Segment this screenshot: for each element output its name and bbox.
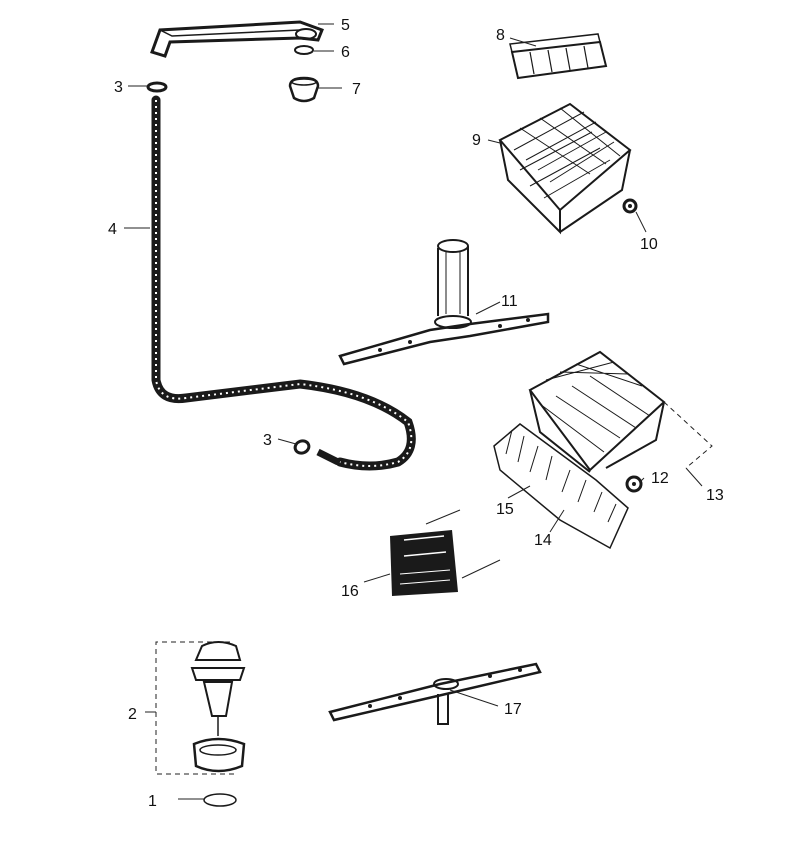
- callout-15: 15: [496, 501, 514, 518]
- assembly-bracket: [155, 641, 238, 775]
- o-ring: [294, 45, 314, 55]
- pump-seal: [203, 793, 237, 807]
- lower-spray-arm: [328, 662, 542, 725]
- detergent-box: [390, 530, 458, 596]
- upper-rack: [498, 102, 632, 235]
- hose-clamp-top: [146, 81, 168, 93]
- callout-13: 13: [706, 487, 724, 504]
- supply-hose: [151, 95, 416, 471]
- hose-clamp-bottom: [293, 439, 311, 455]
- callout-12: 12: [651, 470, 669, 487]
- silverware-basket: [493, 423, 629, 550]
- callout-7: 7: [352, 81, 361, 98]
- lower-rack: [528, 350, 713, 473]
- rack-roller: [622, 198, 638, 214]
- callout-6: 6: [341, 44, 350, 61]
- callout-11: 11: [501, 293, 518, 310]
- callout-17: 17: [504, 701, 522, 718]
- callout-14: 14: [534, 532, 552, 549]
- callout-2: 2: [128, 706, 137, 723]
- upper-spray-tube: [150, 20, 324, 58]
- middle-spray-arm: [338, 239, 550, 366]
- callout-16: 16: [341, 583, 359, 600]
- callout-9: 9: [472, 132, 481, 149]
- cup-shelf: [509, 33, 608, 80]
- pump-assembly: [190, 641, 246, 773]
- callout-10: 10: [640, 236, 658, 253]
- callout-1: 1: [148, 793, 157, 810]
- callout-3-bottom: 3: [263, 432, 272, 449]
- callout-5: 5: [341, 17, 350, 34]
- tube-cap: [288, 76, 320, 103]
- rack-wheel: [625, 475, 643, 493]
- callout-3-top: 3: [114, 79, 123, 96]
- leader-lines: [124, 23, 703, 800]
- callout-8: 8: [496, 27, 505, 44]
- callout-4: 4: [108, 221, 117, 238]
